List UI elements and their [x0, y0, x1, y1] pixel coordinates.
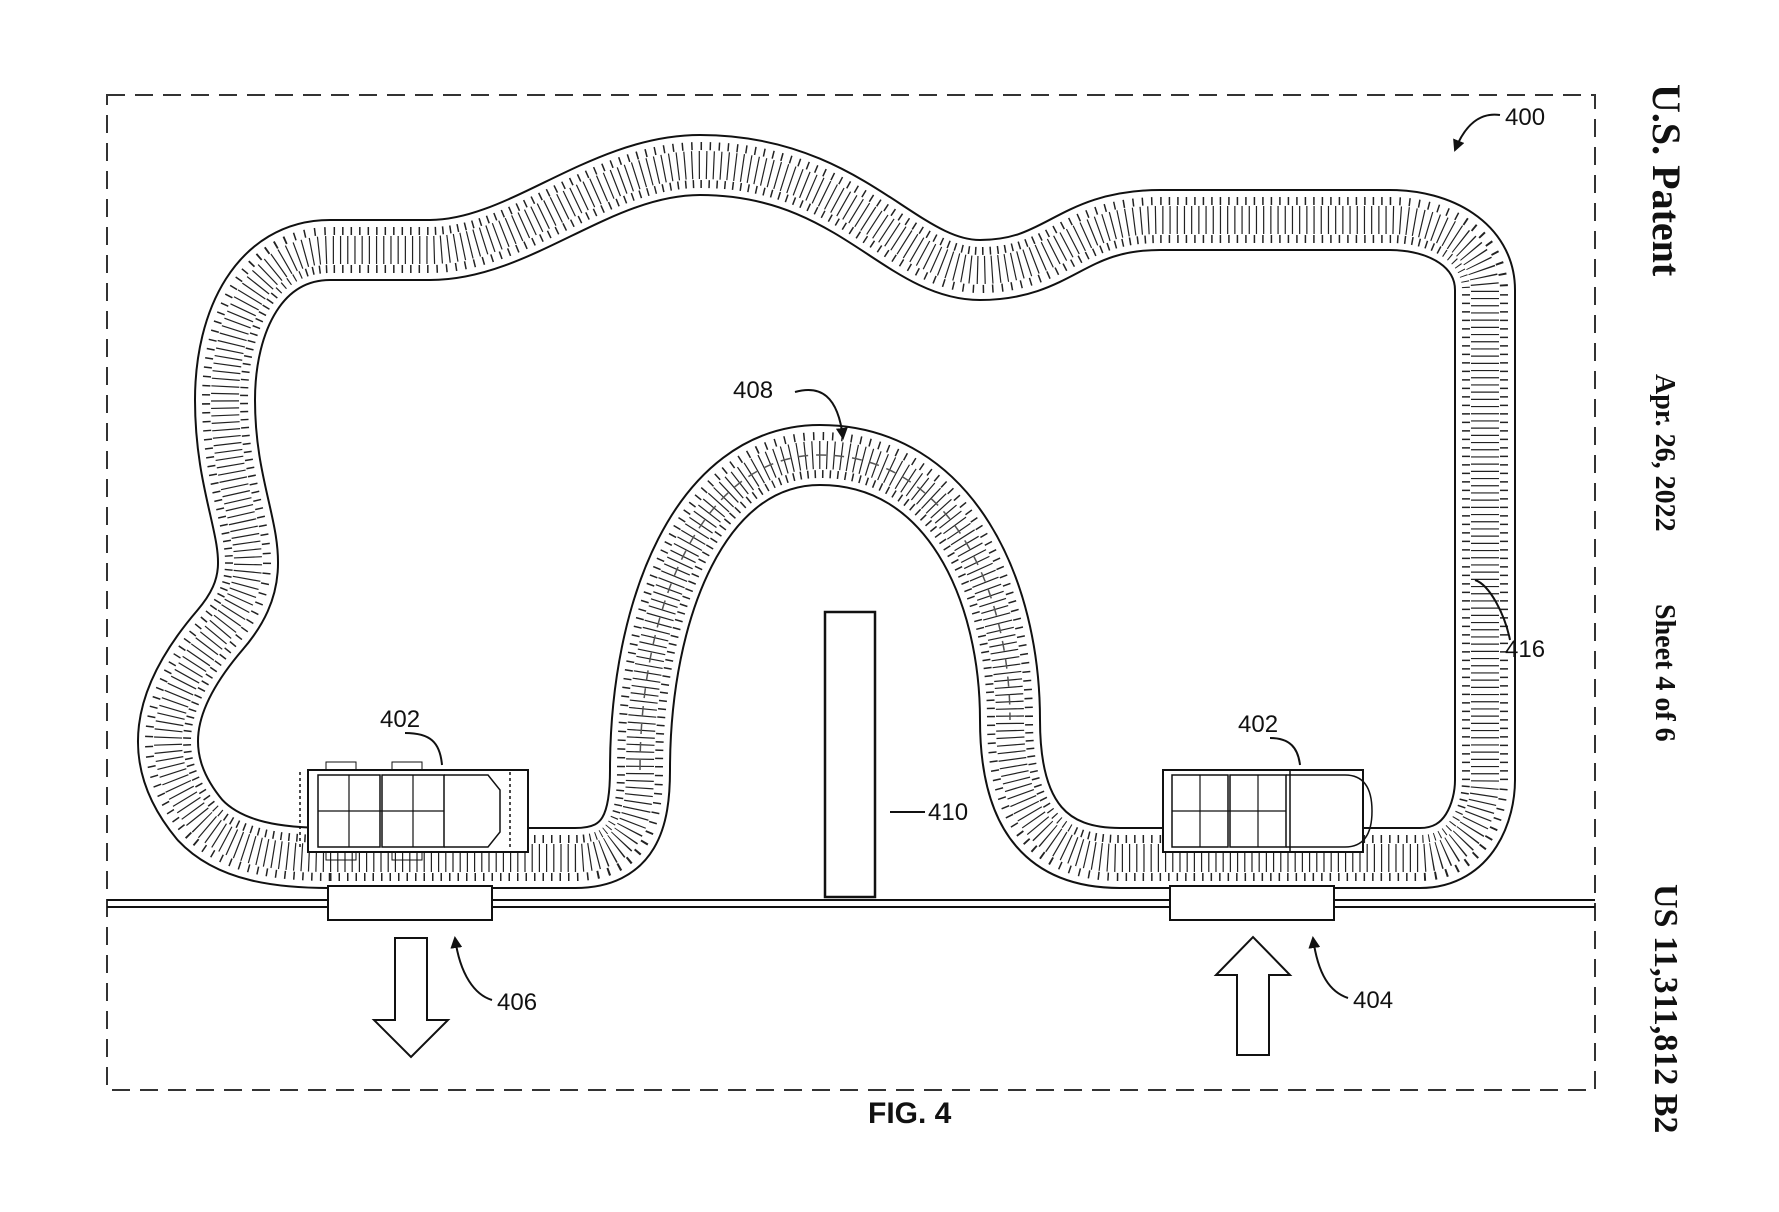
vehicle-left [300, 762, 528, 860]
exit-station [328, 886, 492, 920]
label-system: 400 [1505, 104, 1545, 131]
label-exit: 406 [497, 989, 537, 1016]
label-entry: 404 [1353, 987, 1393, 1014]
entry-station [1170, 886, 1334, 920]
patent-header: U.S. Patent Apr. 26, 2022 Sheet 4 of 6 U… [1620, 84, 1690, 1124]
figure-caption: FIG. 4 [868, 1097, 952, 1130]
label-vehicle-left: 402 [380, 706, 420, 733]
label-vehicle-right: 402 [1238, 711, 1278, 738]
label-column: 410 [928, 799, 968, 826]
entry-arrow [1216, 937, 1290, 1055]
exit-arrow [374, 938, 448, 1057]
publication-date: Apr. 26, 2022 [1648, 374, 1680, 532]
vehicle-right [1163, 770, 1372, 852]
patent-number: US 11,311,812 B2 [1646, 884, 1684, 1133]
sheet-number: Sheet 4 of 6 [1648, 604, 1680, 742]
label-outer-track: 416 [1505, 636, 1545, 663]
center-column [825, 612, 875, 897]
label-inner-track: 408 [733, 377, 773, 404]
publication-title: U.S. Patent [1643, 84, 1690, 276]
